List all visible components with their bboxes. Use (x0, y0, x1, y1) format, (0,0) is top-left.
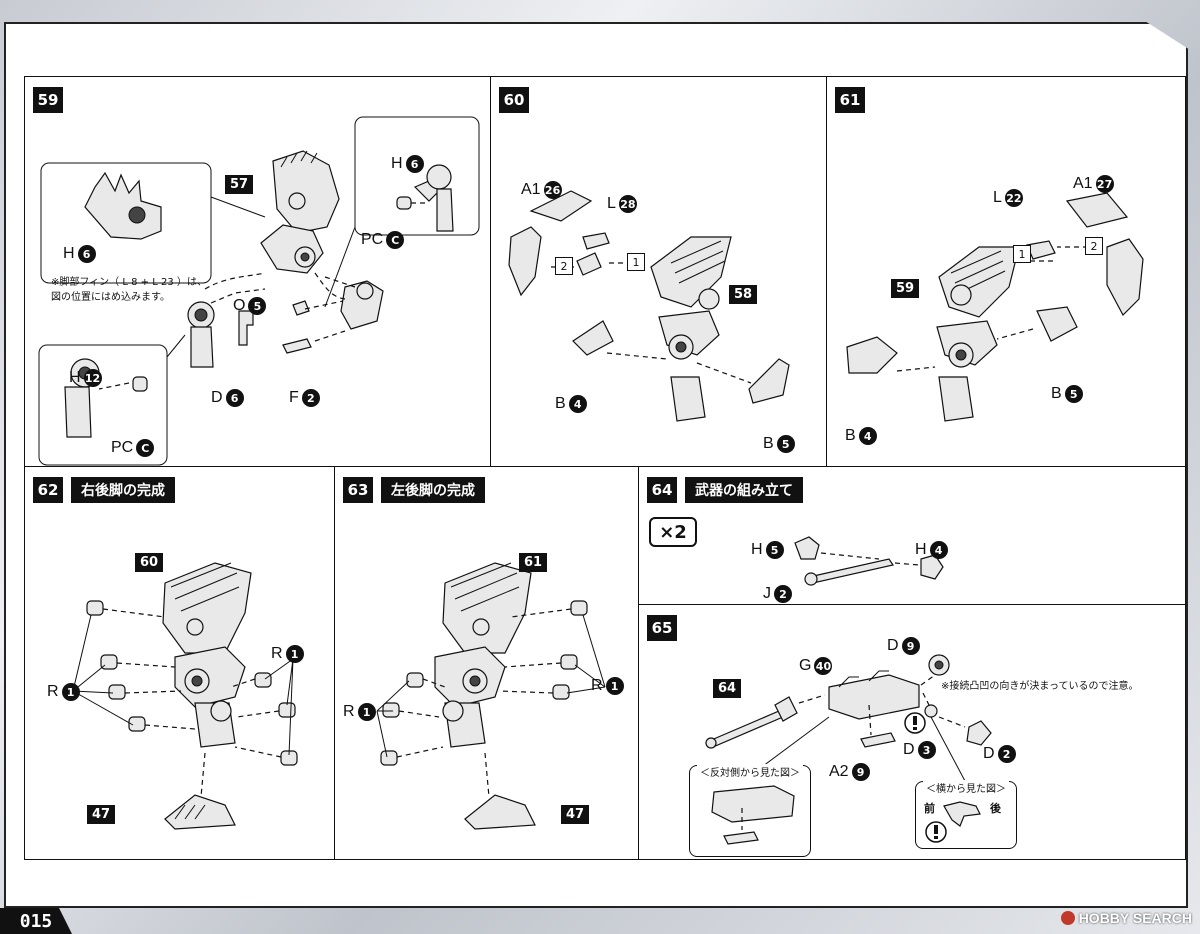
step-65-badge: 65 (647, 615, 677, 641)
step-65-note: ※接続凸凹の向きが決まっているので注意。 (941, 681, 1139, 692)
step-63-ref-61: 61 (519, 553, 548, 572)
step-62-title: 右後脚の完成 (71, 477, 175, 503)
step-59-panel: 59 (24, 76, 492, 468)
side-view-inset: ＜横から見た図＞ 前 後 (915, 780, 1017, 849)
step-64-badge: 64 (647, 477, 677, 503)
instruction-sheet: 59 (4, 22, 1188, 908)
step-62-ref-60: 60 (135, 553, 164, 572)
step-63-ref-47: 47 (561, 805, 590, 824)
opposite-side-caption: ＜反対側から見た図＞ (697, 764, 803, 779)
order-2-box: 2 (555, 257, 573, 275)
step-64-title: 武器の組み立て (685, 477, 803, 503)
step-62-ref-47: 47 (87, 805, 116, 824)
page-number: 015 (0, 908, 72, 934)
order-1-box: 1 (627, 253, 645, 271)
watermark-text: HOBBY SEARCH (1078, 910, 1192, 926)
step-59-illustration (38, 116, 480, 466)
side-view-caption: ＜横から見た図＞ (923, 780, 1009, 795)
step-60-badge: 60 (499, 87, 529, 113)
side-view-illustration (925, 801, 981, 843)
step-63-title: 左後脚の完成 (381, 477, 485, 503)
step-65-ref-64: 64 (713, 679, 742, 698)
step-60-illustration (508, 190, 790, 422)
step-62-panel: 62 右後脚の完成 (24, 466, 336, 860)
opposite-side-view-inset: ＜反対側から見た図＞ (689, 764, 811, 857)
step-61-illustration (846, 192, 1144, 422)
step-63-panel: 63 左後脚の完成 (334, 466, 640, 860)
label-back: 後 (990, 802, 1001, 815)
step-61-ref-59: 59 (891, 279, 920, 298)
step-64-illustration (794, 536, 944, 586)
step-59-ref-57: 57 (225, 175, 254, 194)
watermark: HOBBY SEARCH (1060, 910, 1192, 926)
watermark-logo-icon (1060, 911, 1075, 925)
opposite-side-illustration (711, 785, 795, 845)
step-59-badge: 59 (33, 87, 63, 113)
step-60-ref-58: 58 (729, 285, 758, 304)
step-63-badge: 63 (343, 477, 373, 503)
step-59-note: ※脚部フィン（ L 8 + L 23 ）は、 図の位置にはめ込みます。 (51, 277, 207, 303)
order-1-box: 1 (1013, 245, 1031, 263)
step-61-badge: 61 (835, 87, 865, 113)
order-2-box: 2 (1085, 237, 1103, 255)
step-62-illustration (72, 562, 298, 830)
multiplier-badge: ×2 (649, 517, 697, 547)
label-front: 前 (924, 802, 935, 815)
step-63-illustration (376, 562, 606, 830)
step-65-illustration (705, 654, 992, 782)
step-62-badge: 62 (33, 477, 63, 503)
